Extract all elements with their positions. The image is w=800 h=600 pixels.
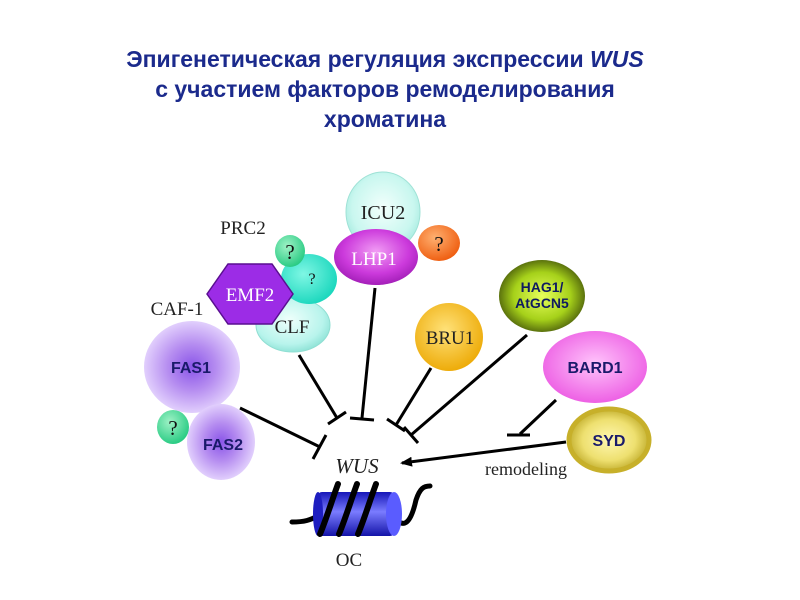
title-line-1: Эпигенетическая регуляция экспрессии WUS bbox=[40, 44, 730, 74]
emf2-protein: EMF2 bbox=[206, 263, 294, 325]
lhp1-label: LHP1 bbox=[351, 249, 396, 270]
inhibition-fas-to-wus bbox=[239, 406, 328, 460]
title-line-3: хроматина bbox=[323, 106, 447, 132]
prc2-label: PRC2 bbox=[220, 218, 265, 239]
fas1-label: FAS1 bbox=[171, 360, 211, 377]
title-line-2: с участием факторов ремоделирования bbox=[155, 76, 615, 102]
hag1-label-line1: HAG1/ bbox=[521, 279, 564, 295]
inhibition-lhp1-to-wus bbox=[349, 287, 377, 422]
syd-label: SYD bbox=[593, 433, 626, 450]
fas1-protein: FAS1 bbox=[144, 321, 240, 413]
inhibition-clf-to-wus bbox=[297, 354, 347, 426]
wus-gene-label: WUS bbox=[335, 454, 379, 478]
fas2-label: FAS2 bbox=[203, 437, 243, 454]
lhp1-partner-unknown: ? bbox=[418, 225, 460, 261]
title-line-1-text: Эпигенетическая регуляция экспрессии bbox=[126, 46, 591, 72]
hag1-label-line2: AtGCN5 bbox=[515, 295, 569, 311]
bru1-label: BRU1 bbox=[426, 328, 475, 349]
syd-protein: SYD bbox=[566, 406, 652, 474]
inhibition-bard1-to-syd bbox=[507, 398, 558, 437]
caf1-unknown-question: ? bbox=[168, 416, 177, 440]
bard1-label: BARD1 bbox=[567, 360, 622, 377]
remodeling-label: remodeling bbox=[485, 459, 567, 479]
prc2-unknown-green-question: ? bbox=[285, 240, 294, 264]
clf-label: CLF bbox=[275, 317, 310, 338]
diagram-title: Эпигенетическая регуляция экспрессии WUS… bbox=[40, 44, 730, 134]
lhp1-partner-question: ? bbox=[434, 232, 443, 256]
hag1-atgcn5-protein: HAG1/ AtGCN5 bbox=[499, 260, 585, 332]
fas2-protein: FAS2 bbox=[187, 404, 255, 480]
icu2-label: ICU2 bbox=[361, 202, 405, 224]
caf1-label: CAF-1 bbox=[151, 299, 204, 320]
title-gene-name: WUS bbox=[590, 46, 644, 72]
bru1-protein: BRU1 bbox=[415, 303, 483, 371]
inhibition-hag1-to-wus bbox=[402, 333, 528, 444]
prc2-unknown-teal: ? bbox=[281, 254, 337, 304]
lhp1-protein: LHP1 bbox=[334, 229, 418, 285]
activation-syd-to-wus bbox=[400, 440, 567, 467]
emf2-label: EMF2 bbox=[226, 285, 275, 306]
bard1-protein: BARD1 bbox=[543, 331, 647, 403]
prc2-unknown-green: ? bbox=[275, 235, 305, 267]
oc-label: OC bbox=[336, 550, 362, 571]
prc2-unknown-teal-question: ? bbox=[308, 271, 315, 288]
caf1-unknown: ? bbox=[157, 410, 189, 444]
inhibition-bru1-to-wus bbox=[386, 367, 433, 433]
nucleosome bbox=[289, 481, 433, 537]
